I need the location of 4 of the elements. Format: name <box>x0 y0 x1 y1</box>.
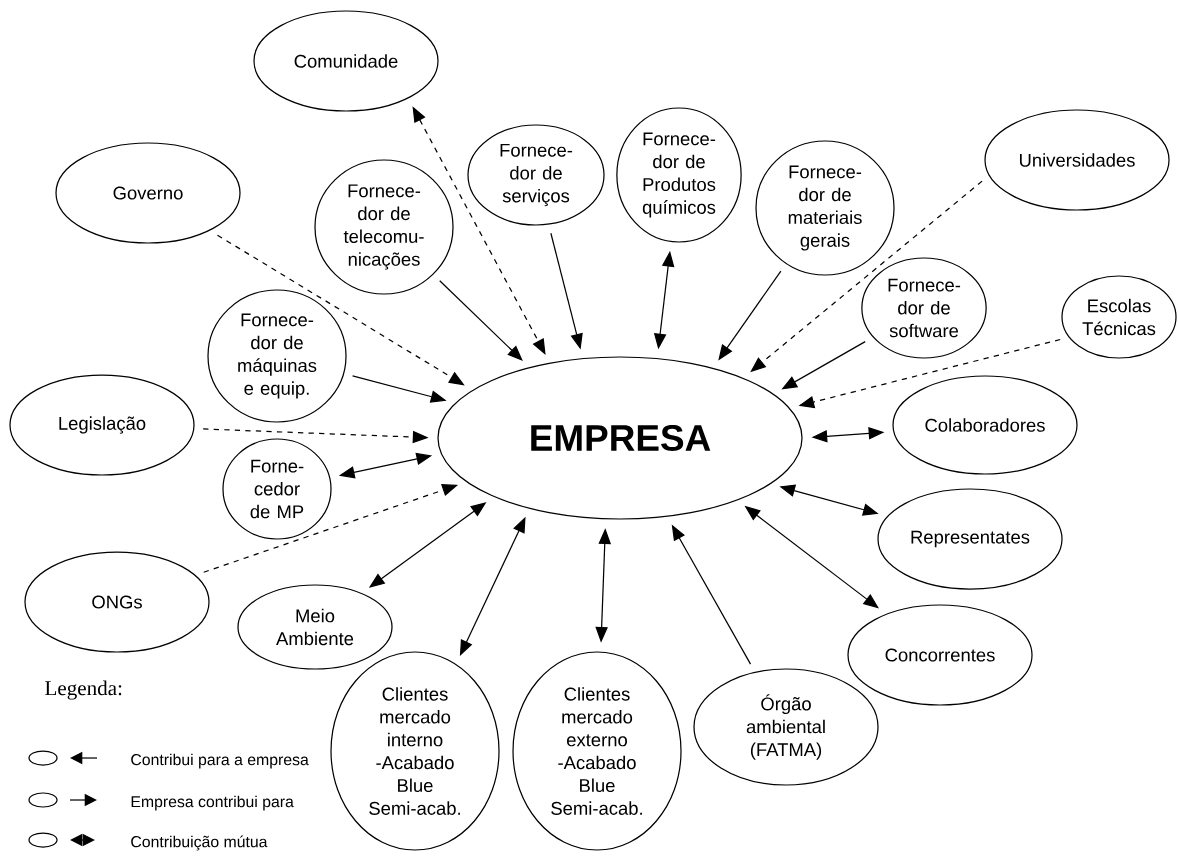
legend-title: Legenda: <box>45 680 122 700</box>
legend-text: Contribui para a empresa <box>131 753 309 769</box>
legend-text: Empresa contribui para <box>131 795 294 811</box>
legend-text: Contribuição mútua <box>131 835 268 851</box>
